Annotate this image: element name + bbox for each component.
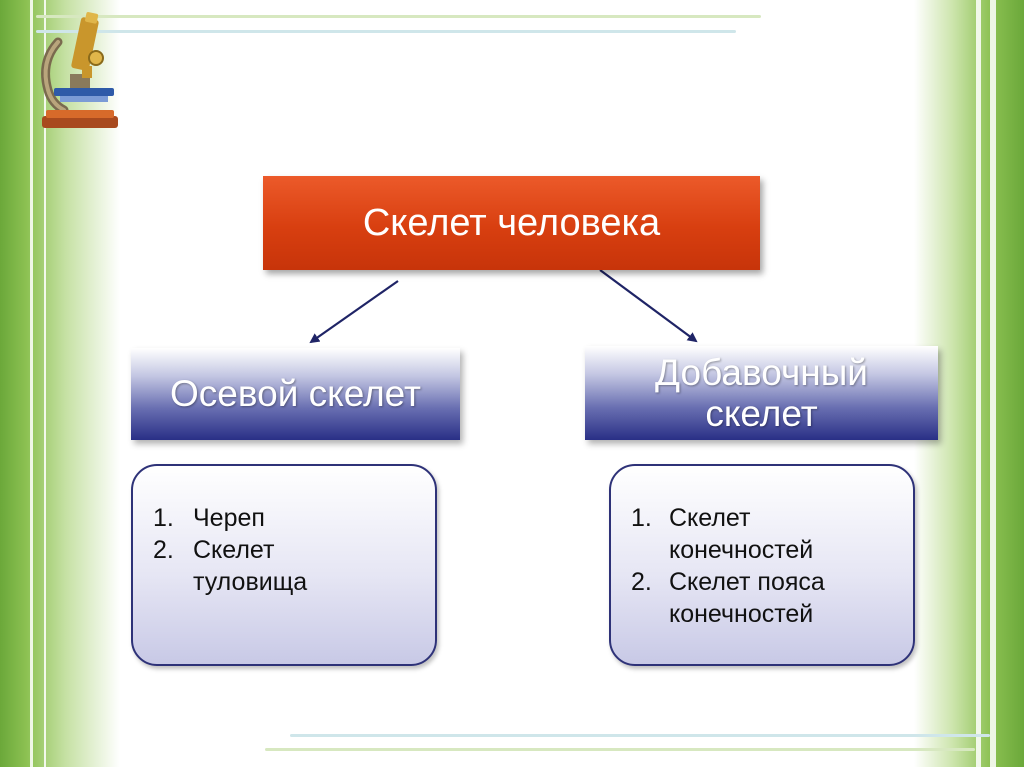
list-item: 2. Скелет туловища [153, 534, 425, 598]
decor-line [30, 0, 33, 767]
branch-appendicular-label: Добавочный скелет [655, 351, 868, 434]
list-item-number: 2. [153, 536, 174, 564]
list-item-number: 2. [631, 568, 652, 596]
decor-line [290, 734, 990, 737]
title-box: Скелет человека [263, 176, 760, 270]
microscope-icon [41, 12, 118, 128]
arrow-left [309, 280, 399, 344]
decor-line [36, 15, 761, 18]
list-item-number: 1. [153, 504, 174, 532]
decor-line [36, 30, 736, 33]
decor-line [976, 0, 981, 767]
branch-axial: Осевой скелет [131, 348, 460, 440]
list-item: 2. Скелет пояса конечностей [631, 566, 903, 630]
axial-list: 1. Череп 2. Скелет туловища [153, 502, 425, 598]
list-item-text: Скелет пояса конечностей [669, 568, 825, 628]
list-item: 1. Скелет конечностей [631, 502, 903, 566]
decor-line [990, 0, 996, 767]
list-item-text: Скелет конечностей [669, 504, 814, 564]
list-item-number: 1. [631, 504, 652, 532]
branch-axial-label: Осевой скелет [170, 373, 421, 415]
decor-line [44, 0, 46, 767]
arrow-right [599, 269, 698, 343]
list-item: 1. Череп [153, 502, 425, 534]
title-text: Скелет человека [362, 201, 661, 244]
axial-list-box: 1. Череп 2. Скелет туловища [131, 464, 437, 666]
appendicular-list-box: 1. Скелет конечностей 2. Скелет пояса ко… [609, 464, 915, 666]
list-item-text: Череп [193, 504, 265, 532]
list-item-text: Скелет туловища [193, 536, 308, 596]
decor-line [265, 748, 975, 751]
appendicular-list: 1. Скелет конечностей 2. Скелет пояса ко… [631, 502, 903, 630]
branch-appendicular: Добавочный скелет [585, 346, 938, 440]
